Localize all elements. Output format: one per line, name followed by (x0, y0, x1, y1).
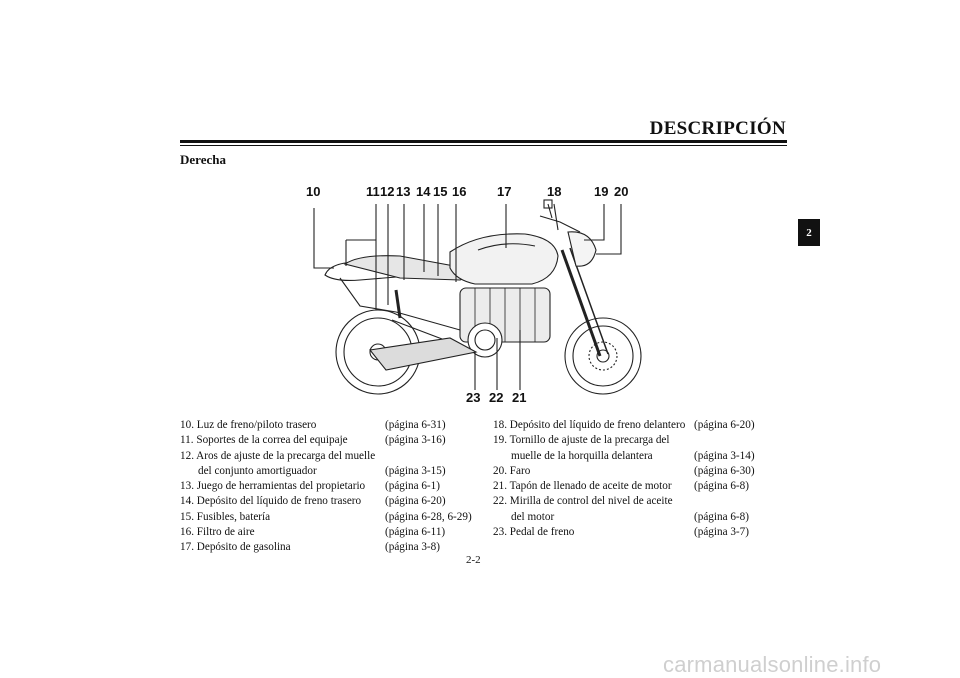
list-item: 12. Aros de ajuste de la precarga del mu… (180, 449, 480, 464)
part-label: del conjunto amortiguador (198, 464, 317, 477)
list-item: 14. Depósito del líquido de freno traser… (180, 494, 480, 509)
list-item: 19. Tornillo de ajuste de la precarga de… (493, 433, 793, 448)
callout-11: 11 (366, 184, 380, 199)
callout-13: 13 (396, 184, 410, 199)
list-item: 10. Luz de freno/piloto trasero (página 6… (180, 418, 480, 433)
list-item: del motor (página 6-8) (493, 510, 793, 525)
list-item: 20. Faro (página 6-30) (493, 464, 793, 479)
list-item: 11. Soportes de la correa del equipaje (p… (180, 433, 480, 448)
page-ref: (página 6-30) (694, 464, 755, 477)
page-ref: (página 6-31) (385, 419, 446, 431)
motorcycle-drawing: 10 11 12 13 14 15 16 17 18 19 20 23 22 2… (306, 184, 642, 405)
part-label: 18. Depósito del líquido de freno delant… (493, 419, 686, 431)
part-label: 17. Depósito de gasolina (180, 541, 291, 554)
page-ref: (página 3-16) (385, 434, 446, 447)
watermark: carmanualsonline.info (663, 652, 882, 677)
callout-18: 18 (547, 184, 561, 199)
part-label: muelle de la horquilla delantera (511, 449, 653, 462)
list-item: 18. Depósito del líquido de freno delant… (493, 418, 793, 433)
page-ref: (página 6-28, 6-29) (385, 510, 472, 523)
front-wheel (564, 317, 642, 395)
page-ref: (página 3-8) (385, 541, 440, 554)
part-label: 10. Luz de freno/piloto trasero (180, 419, 317, 431)
header-rule-thin (180, 145, 787, 146)
part-label: 16. Filtro de aire (180, 526, 255, 539)
part-label: 23. Pedal de freno (493, 526, 575, 539)
chapter-tab: 2 (798, 219, 820, 246)
page-ref: (página 6-20) (385, 495, 446, 508)
list-item: 23. Pedal de freno (página 3-7) (493, 525, 793, 540)
page-ref: (página 3-7) (694, 526, 749, 539)
list-item: 16. Filtro de aire (página 6-11) (180, 525, 480, 540)
callout-20: 20 (614, 184, 628, 199)
part-label: 15. Fusibles, batería (180, 510, 271, 523)
callout-17: 17 (497, 184, 511, 199)
page-ref: (página 3-15) (385, 464, 446, 477)
list-item: del conjunto amortiguador (página 3-15) (180, 464, 480, 479)
list-item: muelle de la horquilla delantera (página … (493, 449, 793, 464)
page-ref: (página 6-11) (385, 526, 446, 539)
page-ref: (página 3-14) (694, 449, 755, 462)
page-ref: (página 6-8) (694, 510, 749, 523)
part-label: 11. Soportes de la correa del equipaje (180, 434, 348, 447)
page-ref: (página 6-1) (385, 480, 440, 493)
part-label: del motor (511, 510, 555, 523)
callout-19: 19 (594, 184, 608, 199)
page-number: 2-2 (466, 554, 481, 566)
callout-16: 16 (452, 184, 466, 199)
part-label: 21. Tapón de llenado de aceite de motor (493, 480, 672, 493)
list-item: 17. Depósito de gasolina (página 3-8) (180, 540, 480, 555)
list-item: 21. Tapón de llenado de aceite de motor (… (493, 479, 793, 494)
parts-list-right: 18. Depósito del líquido de freno delant… (493, 418, 793, 540)
callout-15: 15 (433, 184, 447, 199)
part-label: 19. Tornillo de ajuste de la precarga de… (493, 434, 670, 447)
callout-21: 21 (512, 390, 526, 405)
section-heading: Derecha (180, 152, 226, 167)
page-ref: (página 6-20) (694, 419, 755, 431)
parts-list-left: 10. Luz de freno/piloto trasero (página 6… (180, 418, 480, 556)
part-label: 12. Aros de ajuste de la precarga del mu… (180, 449, 376, 462)
list-item: 13. Juego de herramientas del propietari… (180, 479, 480, 494)
callout-22: 22 (489, 390, 503, 405)
list-item: 22. Mirilla de control del nivel de acei… (493, 494, 793, 509)
callout-23: 23 (466, 390, 480, 405)
callout-10: 10 (306, 184, 320, 199)
part-label: 20. Faro (493, 464, 531, 477)
part-label: 13. Juego de herramientas del propietari… (180, 480, 366, 493)
header-rule-thick (180, 140, 787, 143)
list-item: 15. Fusibles, batería (página 6-28, 6-29) (180, 510, 480, 525)
part-label: 22. Mirilla de control del nivel de acei… (493, 495, 673, 508)
part-label: 14. Depósito del líquido de freno traser… (180, 495, 362, 508)
callout-12: 12 (380, 184, 394, 199)
page-ref: (página 6-8) (694, 480, 749, 493)
callout-14: 14 (416, 184, 431, 199)
motorcycle-illustration: 10 11 12 13 14 15 16 17 18 19 20 23 22 2… (300, 180, 660, 410)
page-title: DESCRIPCIÓN (649, 118, 786, 139)
